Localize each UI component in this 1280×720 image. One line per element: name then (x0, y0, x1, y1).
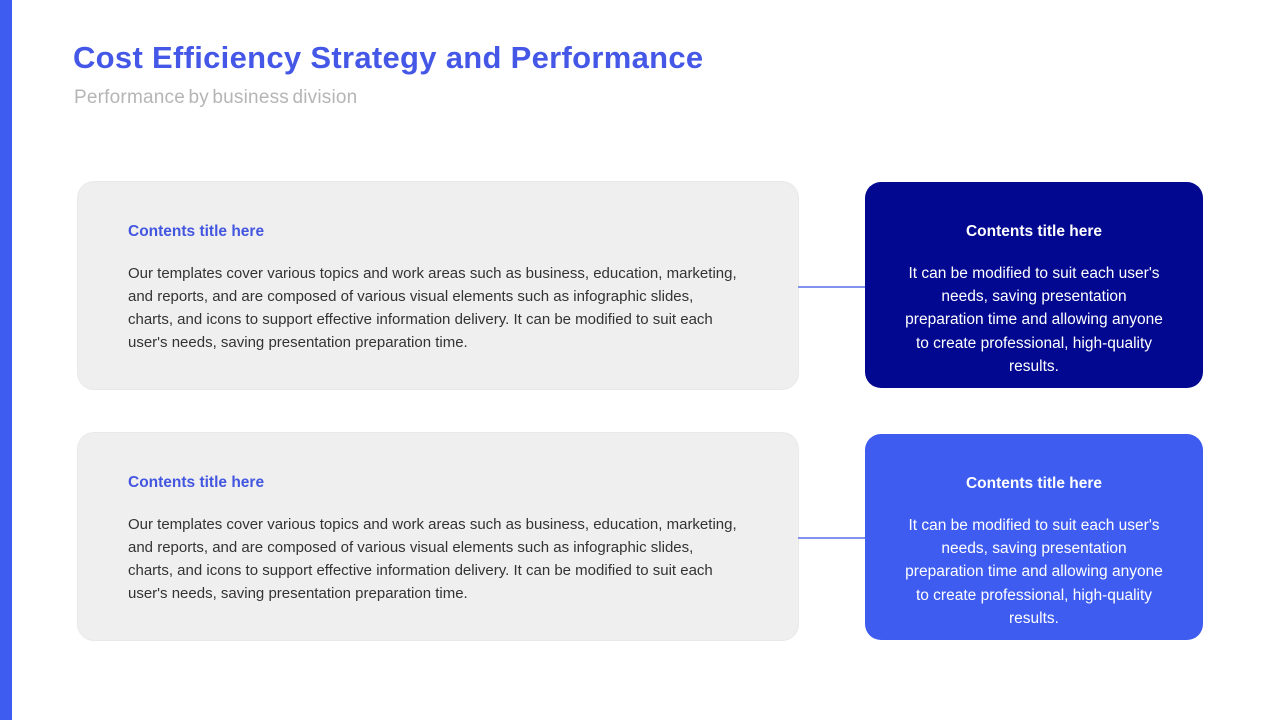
card-title: Contents title here (965, 223, 1103, 240)
content-card-left-1: Contents title here Our templates cover … (78, 182, 798, 389)
card-title: Contents title here (128, 223, 265, 240)
card-title: Contents title here (965, 475, 1103, 492)
card-body-text: Our templates cover various topics and w… (128, 516, 737, 602)
page-title: Cost Efficiency Strategy and Performance (73, 40, 704, 75)
card-body-text: It can be modified to suit each user's n… (905, 517, 1163, 627)
card-body-text: Our templates cover various topics and w… (128, 265, 737, 351)
card-title: Contents title here (128, 474, 265, 491)
content-card-left-2: Contents title here Our templates cover … (78, 433, 798, 640)
connector-line-2 (798, 537, 865, 539)
page-subtitle: Performance by business division (74, 87, 358, 108)
card-body-text: It can be modified to suit each user's n… (905, 265, 1163, 375)
content-card-right-1: Contents title here It can be modified t… (865, 182, 1203, 388)
content-card-right-2: Contents title here It can be modified t… (865, 434, 1203, 640)
connector-line-1 (798, 286, 865, 288)
left-accent-bar (0, 0, 12, 720)
